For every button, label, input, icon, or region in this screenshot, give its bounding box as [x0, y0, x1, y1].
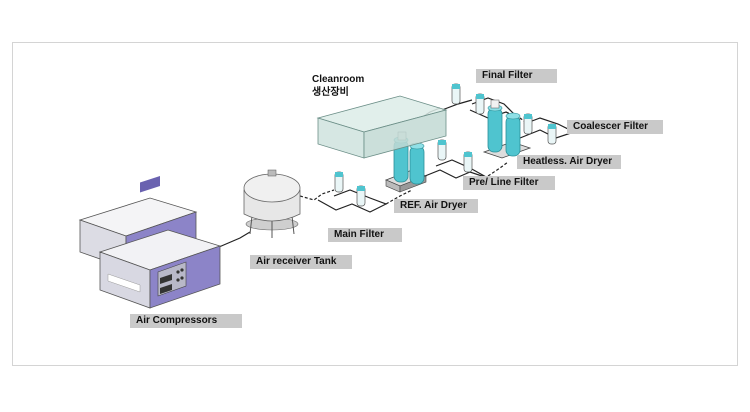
pre-line-filter-units	[437, 139, 473, 173]
cleanroom-label: Cleanroom 생산장비	[312, 73, 364, 99]
heatless-air-dryer-label: Heatless. Air Dryer	[517, 155, 621, 169]
cleanroom-subtitle: 생산장비	[312, 87, 349, 98]
coalescer-filter-label: Coalescer Filter	[567, 120, 663, 134]
final-filter-units	[451, 83, 485, 115]
main-filter-units	[334, 171, 366, 207]
heatless-air-dryer	[482, 99, 532, 159]
air-receiver-tank-label: Air receiver Tank	[250, 255, 352, 269]
cleanroom-title: Cleanroom	[312, 74, 365, 85]
air-receiver-tank	[243, 169, 301, 238]
pre-line-filter-label: Pre/ Line Filter	[463, 176, 555, 190]
main-filter-label: Main Filter	[328, 228, 402, 242]
cleanroom-box	[316, 95, 448, 159]
air-compressor-front	[98, 229, 222, 309]
ref-air-dryer-label: REF. Air Dryer	[394, 199, 478, 213]
coalescer-filter-units	[523, 113, 557, 145]
final-filter-label: Final Filter	[476, 69, 557, 83]
air-compressors-label: Air Compressors	[130, 314, 242, 328]
